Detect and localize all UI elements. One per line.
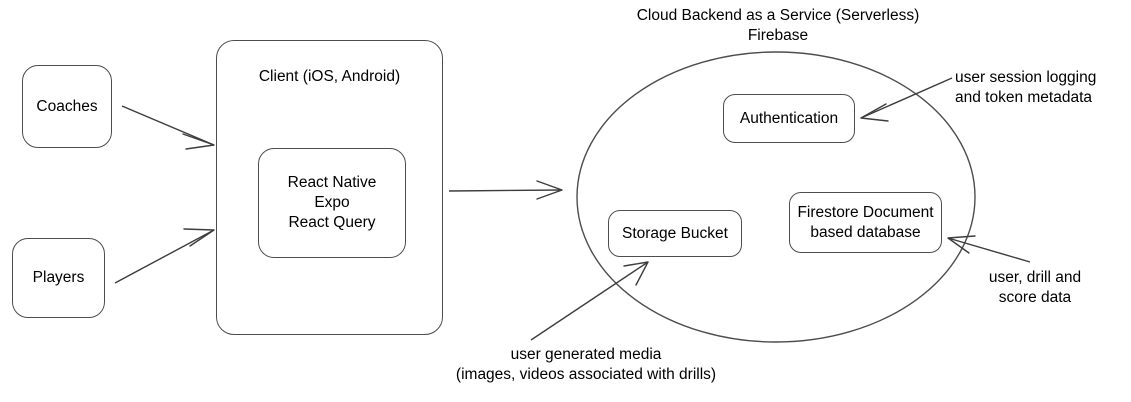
firebase-cloud-ellipse <box>576 51 976 343</box>
connector-auth-annotation <box>860 77 953 119</box>
arrowhead-auth-annotation <box>860 103 889 122</box>
node-storage-bucket-label: Storage Bucket <box>622 224 728 242</box>
connector-client-to-cloud <box>448 189 563 192</box>
arrowhead-firestore-annotation <box>947 235 976 254</box>
node-client-stack[interactable]: React Native Expo React Query <box>258 148 406 258</box>
node-players-label: Players <box>32 269 85 287</box>
arrowhead-coaches-to-client <box>182 133 215 150</box>
arrowhead-client-to-cloud <box>536 180 563 200</box>
connector-storage-annotation <box>530 261 649 341</box>
node-firestore-label: Firestore Document based database <box>797 203 934 241</box>
node-client[interactable]: Client (iOS, Android) <box>216 40 443 335</box>
node-authentication[interactable]: Authentication <box>723 94 855 143</box>
annotation-storage-bucket: user generated media (images, videos ass… <box>455 346 717 384</box>
node-client-stack-label: React Native Expo React Query <box>287 174 377 231</box>
arrowhead-players-to-client <box>183 228 215 247</box>
connector-firestore-annotation <box>947 237 1031 263</box>
node-firestore[interactable]: Firestore Document based database <box>789 192 942 253</box>
node-players[interactable]: Players <box>12 238 105 318</box>
connector-coaches-to-client <box>121 105 215 146</box>
node-authentication-label: Authentication <box>739 109 839 127</box>
cloud-backend-title: Cloud Backend as a Service (Serverless) … <box>636 7 920 45</box>
arrowhead-storage-annotation <box>623 261 649 286</box>
node-client-label: Client (iOS, Android) <box>258 68 401 85</box>
node-coaches[interactable]: Coaches <box>22 65 112 148</box>
connector-players-to-client <box>114 229 215 284</box>
node-storage-bucket[interactable]: Storage Bucket <box>608 210 742 257</box>
annotation-firestore: user, drill and score data <box>988 269 1082 307</box>
node-coaches-label: Coaches <box>36 97 98 115</box>
annotation-authentication: user session logging and token metadata <box>955 69 1097 107</box>
